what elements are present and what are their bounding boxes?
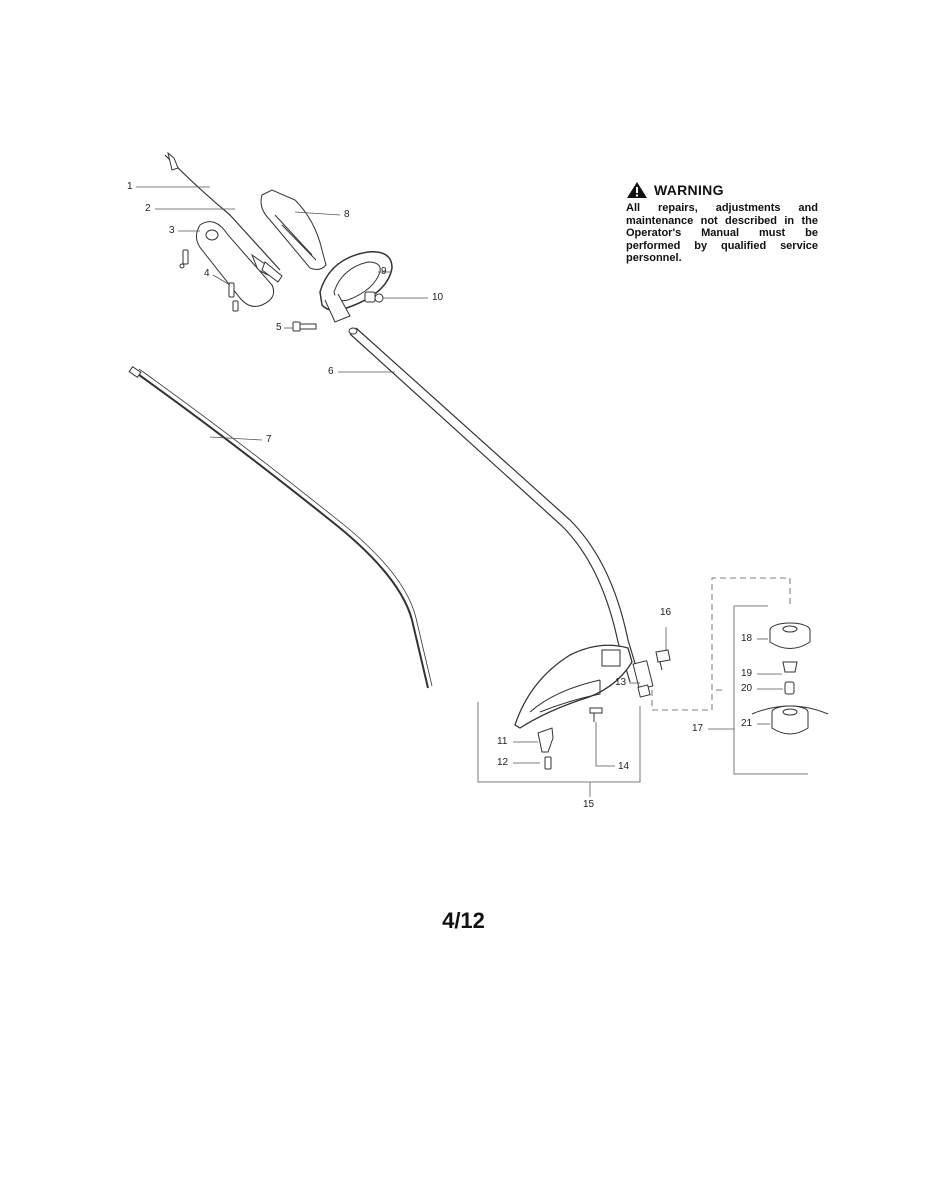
callout-9: 9 — [381, 266, 387, 277]
spool-part — [751, 705, 829, 735]
callout-8: 8 — [344, 209, 350, 220]
callout-10: 10 — [432, 292, 444, 303]
page-number: 4/12 — [442, 908, 485, 933]
callout-4: 4 — [204, 268, 210, 279]
callout-12: 12 — [497, 757, 509, 768]
callout-5: 5 — [276, 322, 282, 333]
bolt-part — [292, 321, 317, 332]
callout-20: 20 — [741, 683, 753, 694]
warning-title: WARNING — [654, 182, 724, 198]
callout-16: 16 — [660, 607, 672, 618]
callout-14: 14 — [618, 761, 630, 772]
knob-part — [364, 291, 384, 303]
dashed-assembly-outline — [651, 577, 791, 711]
handle-housing-right-part — [260, 189, 327, 270]
trimmer-cap-part — [769, 622, 811, 649]
wing-screw-part — [655, 649, 671, 671]
drive-cable-part — [128, 365, 433, 689]
callout-1: 1 — [127, 181, 133, 192]
warning-triangle-icon — [627, 182, 647, 198]
assist-handle-part — [319, 251, 393, 323]
callout-7: 7 — [266, 434, 272, 445]
screw-part — [179, 249, 239, 312]
callout-17: 17 — [692, 723, 704, 734]
warning-header: WARNING — [626, 180, 818, 200]
callout-18: 18 — [741, 633, 753, 644]
warning-text: All repairs, adjustments and maintenance… — [626, 202, 818, 264]
callout-6: 6 — [328, 366, 334, 377]
line-cutter-part — [537, 727, 554, 753]
callout-13: 13 — [615, 677, 627, 688]
shaft-tube-part — [348, 327, 641, 683]
callout-2: 2 — [145, 203, 151, 214]
shaft-coupler-part — [632, 660, 654, 698]
cutter-screw-part — [544, 756, 552, 770]
callout-3: 3 — [169, 225, 175, 236]
throttle-cable-part — [164, 151, 281, 271]
eyelet-part — [784, 681, 795, 695]
callout-15: 15 — [583, 799, 595, 810]
handle-housing-part — [196, 221, 275, 307]
trimmer-shield-part — [514, 644, 633, 729]
leader-lines — [136, 186, 808, 797]
warning-notice: WARNING All repairs, adjustments and mai… — [626, 180, 818, 265]
callout-19: 19 — [741, 668, 753, 679]
shield-screw-part — [589, 707, 603, 722]
callout-21: 21 — [741, 718, 753, 729]
callout-11: 11 — [497, 736, 508, 747]
throttle-trigger-part — [250, 253, 283, 283]
spring-part — [782, 661, 798, 673]
